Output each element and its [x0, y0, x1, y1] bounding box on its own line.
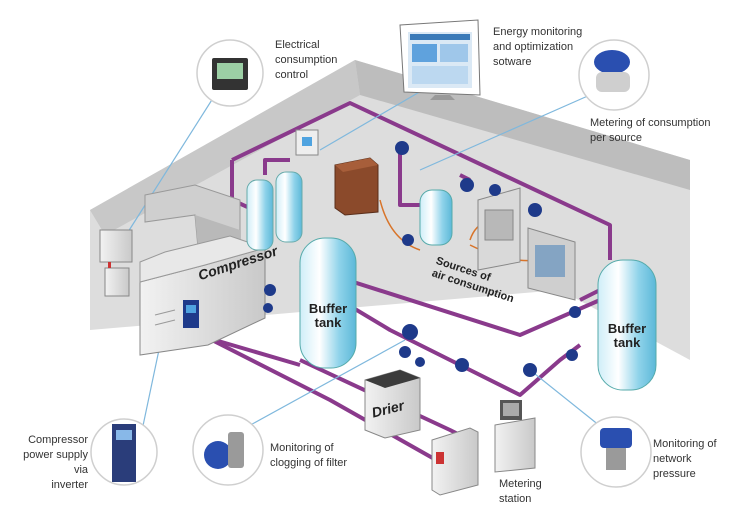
buffer-tank-left: [299, 237, 357, 369]
wall-panel: [295, 129, 319, 156]
electrical-cabinet: [431, 427, 479, 496]
label-energy-software: Energy monitoring and optimization sotwa…: [493, 26, 583, 68]
drier-unit: [364, 369, 421, 439]
small-tank-center: [419, 189, 453, 246]
callout-circles: [90, 39, 652, 488]
software-monitor: [399, 19, 481, 100]
label-electrical-consumption: Electrical consumption control: [275, 39, 338, 81]
label-metering-station: Metering station: [499, 478, 542, 505]
valves: [263, 141, 581, 377]
label-filter-clogging: Monitoring of clogging of filter: [270, 442, 348, 469]
buffer-tank-left-label: Buffer tank: [308, 301, 348, 330]
electrical-boxes: [99, 229, 133, 297]
buffer-tank-right-label: Buffer tank: [607, 321, 647, 350]
label-metering-per-source: Metering of consumption per source: [590, 117, 711, 144]
buffer-tank-right: [597, 259, 657, 391]
metering-station-unit: [494, 400, 536, 473]
machine-workbench: [334, 157, 379, 216]
compressor-unit: [139, 235, 267, 356]
small-receivers: [246, 171, 303, 251]
label-network-pressure: Monitoring of network pressure: [653, 438, 717, 480]
label-compressor-inverter: Compressor power supply via inverter: [23, 434, 88, 491]
consumption-machines: [477, 187, 576, 301]
